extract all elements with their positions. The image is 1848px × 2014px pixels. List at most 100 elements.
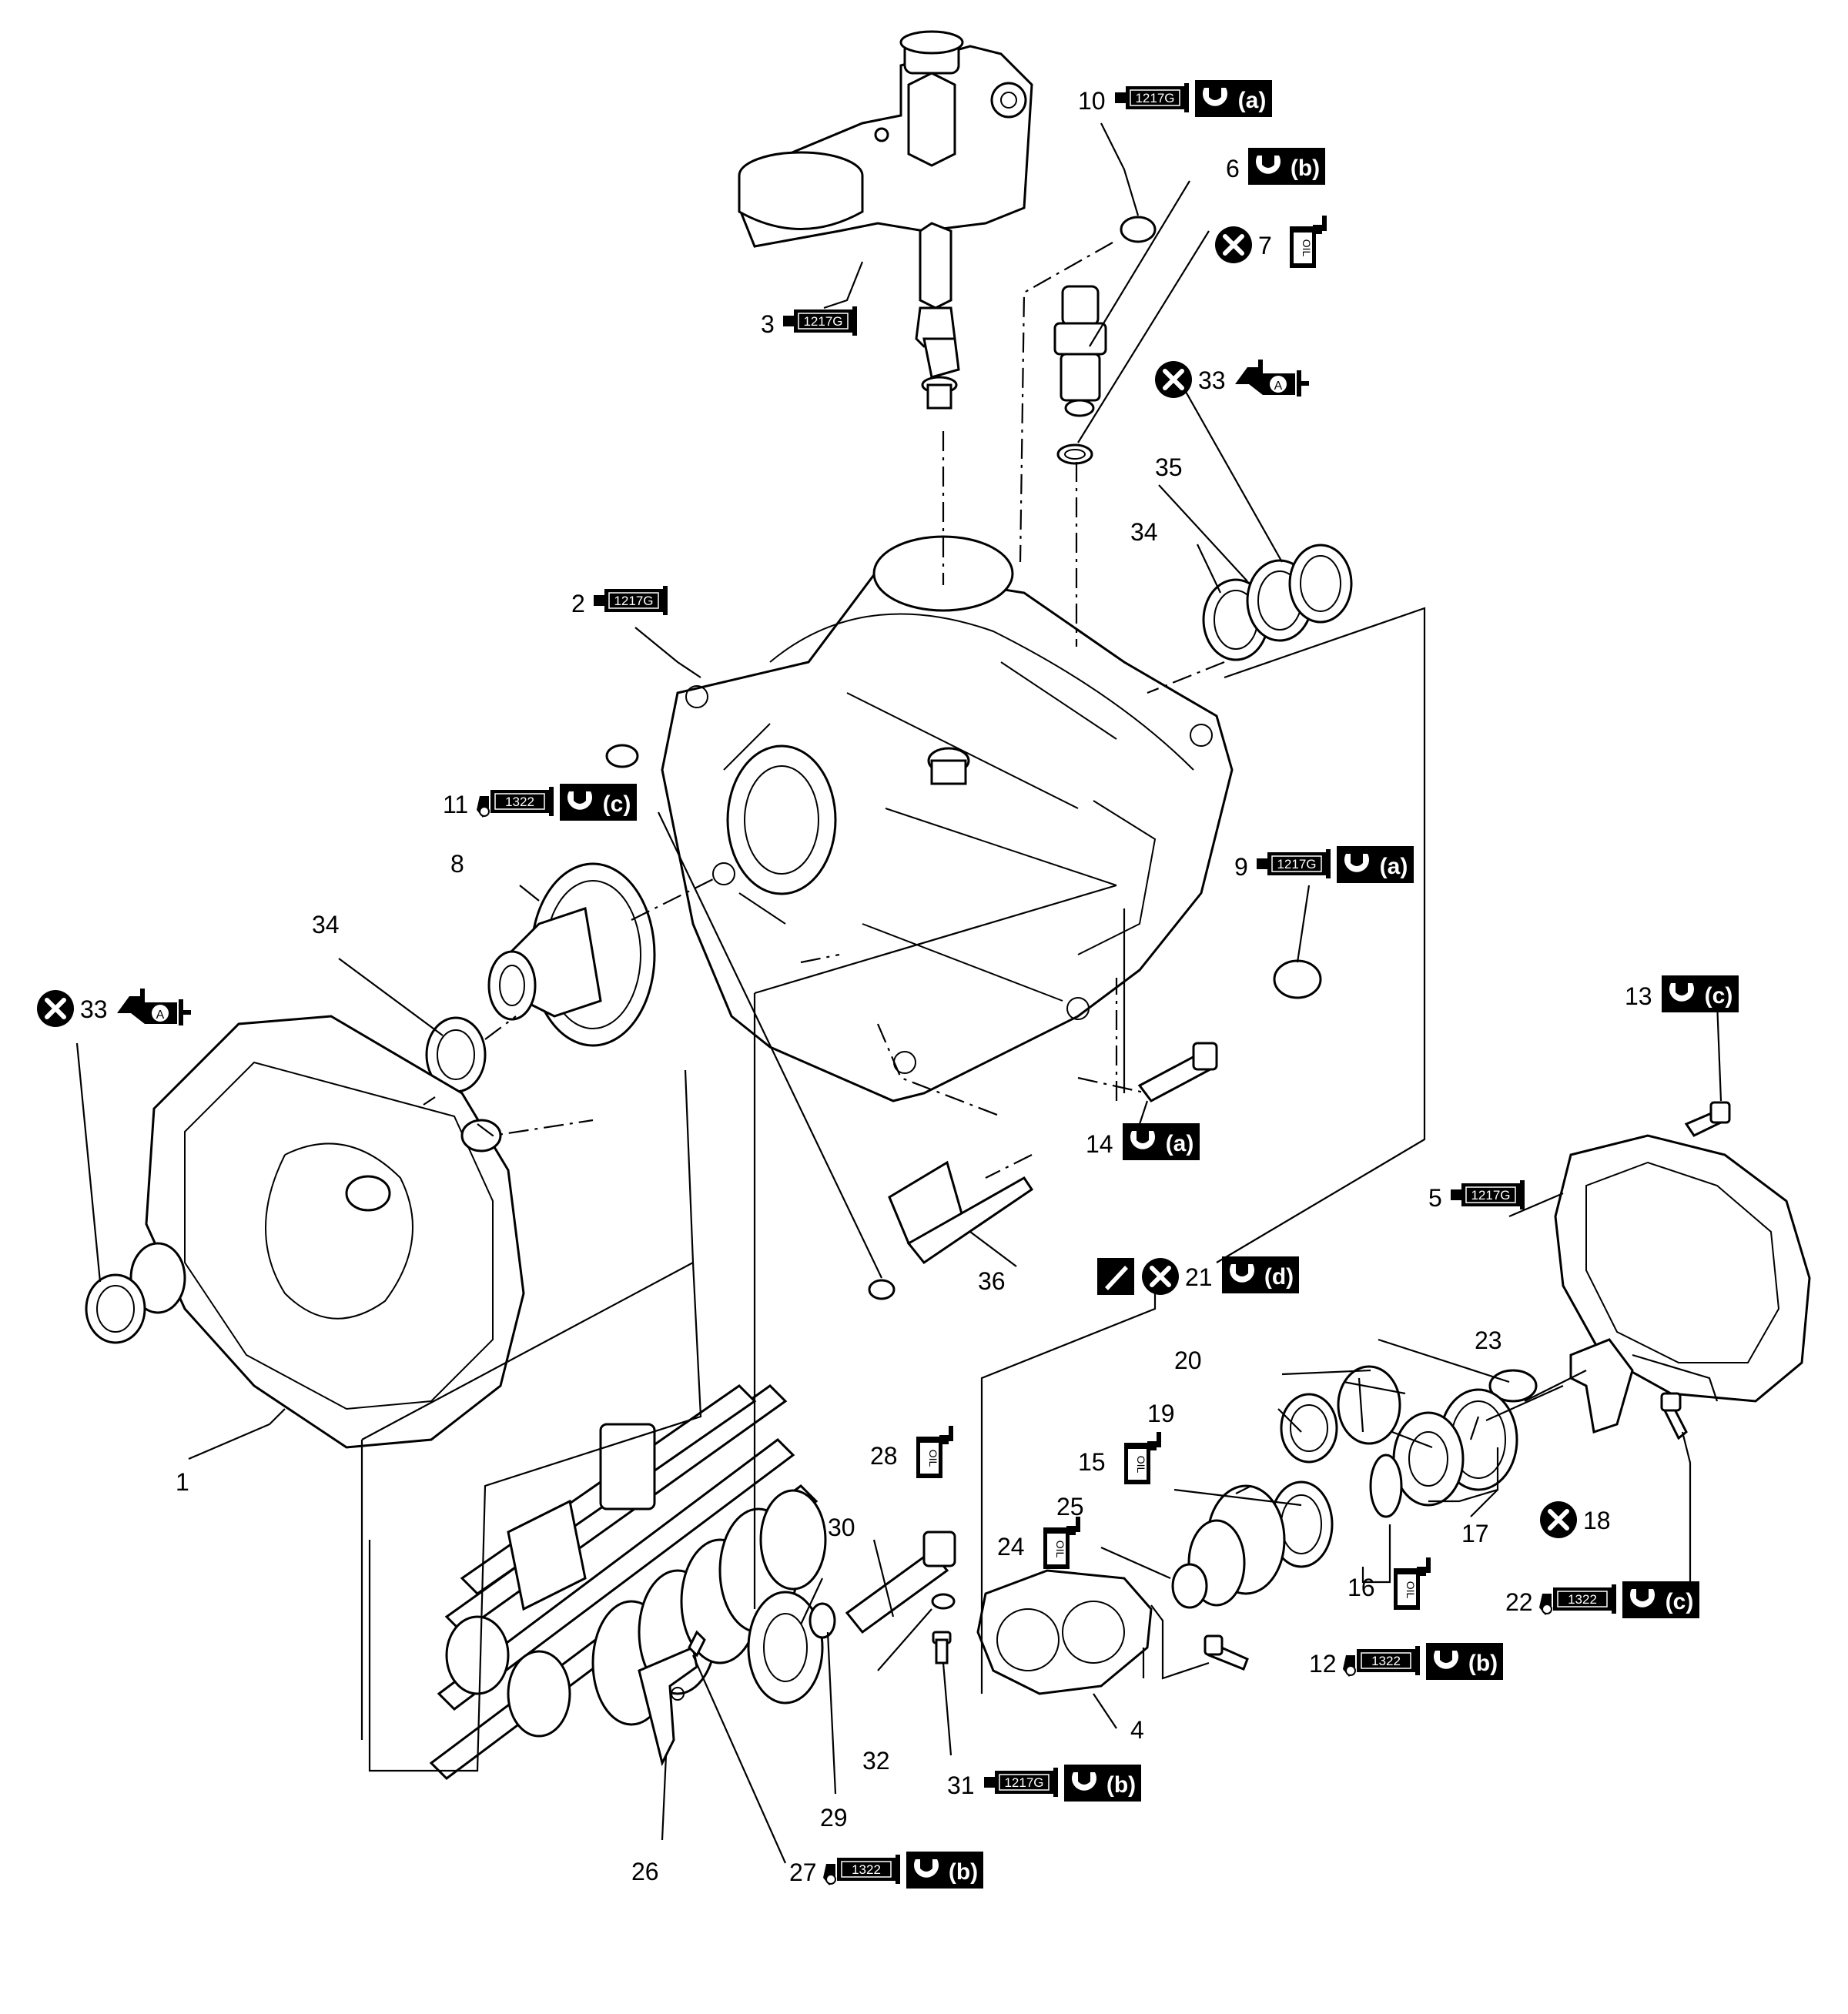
callout-10: 10 1217G (a): [1078, 80, 1272, 117]
callout-1: 1: [176, 1468, 189, 1496]
threadlock-code: 1322: [505, 795, 534, 809]
torque-letter: (a): [1166, 1131, 1194, 1156]
callout-number: 27: [789, 1858, 817, 1886]
callout-number: 7: [1258, 232, 1272, 259]
threadlock-code: 1322: [1371, 1654, 1401, 1668]
callout-number: 21: [1185, 1263, 1213, 1291]
callout-number: 30: [828, 1514, 855, 1541]
callout-number: 4: [1130, 1716, 1144, 1744]
callout-6: 6(b): [1226, 148, 1325, 185]
callout-25: 25: [1056, 1493, 1084, 1521]
threadlock-tube-icon: 1322: [823, 1855, 900, 1885]
threadlock-tube-icon: 1322: [477, 787, 554, 818]
fifth-gear-group: [1171, 1365, 1538, 1609]
oil-gutter: [868, 1160, 1034, 1300]
callout-number: 12: [1309, 1650, 1337, 1678]
torque-letter: (a): [1380, 854, 1408, 879]
replace-icon: [1540, 1501, 1577, 1538]
oil-text: OIL: [1404, 1581, 1417, 1599]
sealant-code: 1217G: [1135, 91, 1174, 105]
torque-letter: (b): [949, 1859, 978, 1885]
callout-number: 15: [1078, 1448, 1106, 1476]
callout-number: 25: [1056, 1493, 1084, 1521]
bolt-22: [1660, 1392, 1688, 1440]
callout-21: 21 (d): [1097, 1256, 1299, 1295]
sealant-tube-icon: 1217G: [783, 306, 857, 336]
torque-letter: (b): [1291, 156, 1320, 181]
grease-letter: A: [1274, 380, 1283, 393]
callout-number: 13: [1625, 982, 1652, 1010]
torque-badge: (c): [560, 784, 637, 821]
torque-letter: (a): [1238, 88, 1267, 113]
grease-gun-icon: A: [1235, 360, 1309, 396]
torque-letter: (c): [603, 791, 631, 817]
callout-36: 36: [978, 1267, 1006, 1295]
sealant-tube-icon: 1217G: [594, 586, 668, 615]
plug-9: [1273, 959, 1322, 999]
callout-number: 14: [1086, 1130, 1113, 1158]
sealant-tube-icon: 1217G: [984, 1768, 1058, 1797]
callout-17: 17: [1461, 1520, 1489, 1547]
replace-icon: [1215, 226, 1252, 263]
sealant-code: 1217G: [1471, 1188, 1510, 1203]
callout-number: 33: [80, 995, 108, 1023]
callout-2: 2 1217G: [571, 586, 668, 617]
callout-number: 35: [1155, 453, 1183, 481]
sealant-tube-icon: 1217G: [1257, 849, 1331, 878]
callout-number: 10: [1078, 87, 1106, 115]
callout-number: 26: [631, 1858, 659, 1885]
callout-number: 34: [312, 911, 340, 938]
callout-number: 2: [571, 590, 585, 617]
bracket-26: [638, 1630, 706, 1767]
callout-3: 3 1217G: [761, 306, 857, 338]
callout-30: 30: [828, 1514, 855, 1541]
torque-badge: (d): [1222, 1256, 1299, 1293]
bearing-retainer-plate: [976, 1569, 1153, 1695]
torque-letter: (b): [1106, 1772, 1136, 1798]
callout-number: 34: [1130, 518, 1158, 546]
shift-fork: [1569, 1338, 1634, 1434]
callout-32: 32: [862, 1747, 890, 1775]
callout-15: 15 OIL: [1078, 1432, 1161, 1484]
oil-can-icon: OIL: [1115, 1432, 1161, 1484]
threadlock-tube-icon: 1322: [1343, 1646, 1420, 1677]
sealant-tube-icon: 1217G: [1451, 1180, 1525, 1209]
bolt-13: [1684, 1101, 1731, 1137]
callout-number: 24: [997, 1533, 1025, 1561]
callout-13: 13 (c): [1625, 975, 1739, 1012]
callout-number: 19: [1147, 1400, 1175, 1427]
replace-icon: [1142, 1258, 1179, 1295]
replace-icon: [1155, 361, 1192, 398]
seals-upper-right: [1202, 544, 1353, 661]
oil-text: OIL: [927, 1450, 939, 1467]
threadlock-tube-icon: 1322: [1539, 1584, 1616, 1615]
callout-20: 20: [1174, 1347, 1202, 1374]
callout-number: 17: [1461, 1520, 1489, 1547]
callout-number: 3: [761, 310, 775, 338]
oil-text: OIL: [1301, 239, 1313, 257]
oil-text: OIL: [1135, 1456, 1147, 1474]
bolt-14: [1137, 1042, 1218, 1102]
callout-29: 29: [820, 1804, 848, 1832]
threadlock-code: 1322: [852, 1862, 881, 1877]
callout-27: 27 1322 (b): [789, 1852, 983, 1889]
callout-number: 18: [1583, 1507, 1611, 1534]
torque-letter: (c): [1705, 983, 1733, 1009]
torque-badge: (b): [1064, 1765, 1141, 1802]
small-parts-top: [1053, 216, 1157, 465]
callout-number: 22: [1505, 1588, 1533, 1616]
differential-gear: [487, 862, 656, 1047]
reverse-idler-shaft: [845, 1531, 956, 1634]
leader-lines: [75, 122, 1722, 1864]
callout-number: 8: [450, 850, 464, 878]
